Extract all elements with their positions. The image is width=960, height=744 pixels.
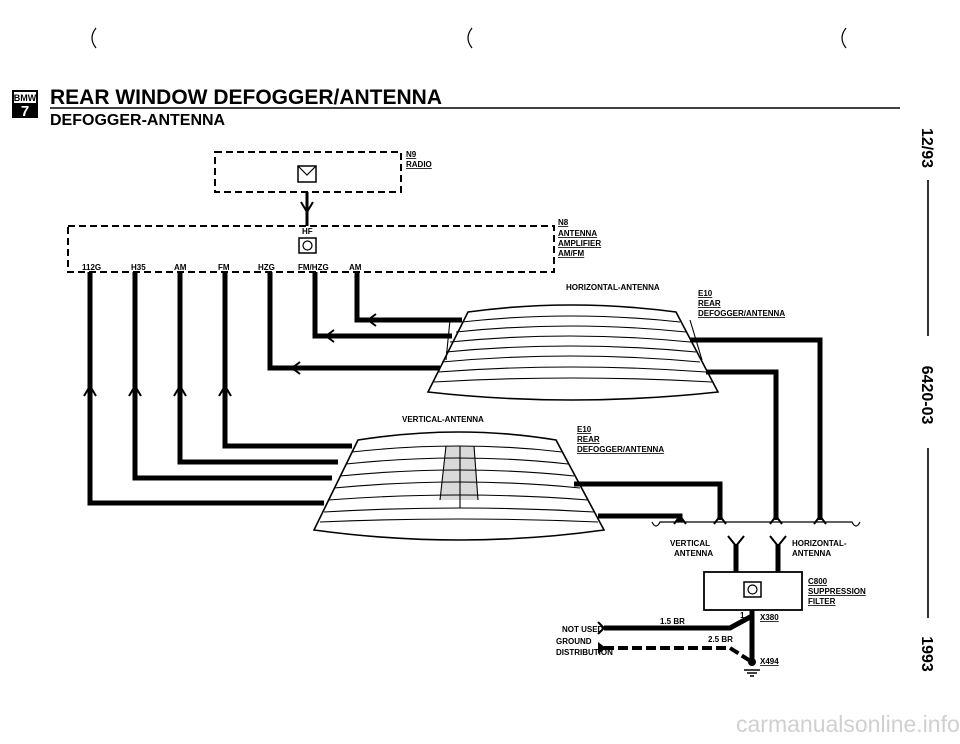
horizontal-antenna-pin-line1: HORIZONTAL- [792, 539, 847, 548]
vertical-antenna-label: VERTICAL-ANTENNA [402, 415, 484, 424]
amp-line3: AM/FM [558, 249, 585, 258]
amplifier-icon [298, 237, 317, 254]
side-year: 1993 [918, 636, 935, 672]
window-bottom-id: E10 [577, 425, 592, 434]
ground-icon [744, 658, 760, 677]
radio-icon [297, 165, 317, 183]
amp-hf-label: HF [302, 227, 313, 236]
wire-1-5-br: 1.5 BR [660, 617, 685, 626]
side-strip: 12/93 6420-03 1993 [918, 128, 935, 672]
connector-x380: X380 [760, 613, 779, 622]
filter-leads [727, 535, 787, 572]
amp-line2: AMPLIFIER [558, 239, 601, 248]
bracket-arrows [673, 514, 827, 525]
watermark: carmanualsonline.info [736, 711, 960, 737]
not-used-label: NOT USED [562, 625, 604, 634]
pin-label: 112G [82, 263, 101, 272]
radio-id: N9 [406, 150, 417, 159]
radio-name: RADIO [406, 160, 432, 169]
amp-line1: ANTENNA [558, 229, 597, 238]
bmw-7-badge-icon: BMW 7 [12, 90, 38, 120]
amp-pins: 112G H35 AM FM HZG FM/HZG AM [82, 263, 362, 272]
ground-line1: GROUND [556, 637, 592, 646]
pin-label: FM/HZG [298, 263, 329, 272]
antenna-amplifier-n8: HF N8 ANTENNA AMPLIFIER AM/FM 112G H35 A… [67, 218, 601, 273]
filter-id: C800 [808, 577, 828, 586]
scan-marks [91, 27, 847, 49]
vertical-antenna-pin-line1: VERTICAL [670, 539, 710, 548]
horizontal-antenna-pin-line2: ANTENNA [792, 549, 831, 558]
rear-window-horizontal [426, 304, 720, 401]
window-bottom-line2: DEFOGGER/ANTENNA [577, 445, 664, 454]
pin-label: HZG [258, 263, 275, 272]
suppression-filter-c800: C800 SUPPRESSION FILTER [703, 571, 866, 611]
badge-bmw-text: BMW [14, 93, 37, 103]
not-used-connector [597, 621, 606, 635]
pin-label: AM [174, 263, 187, 272]
ground-line2: DISTRIBUTION [556, 648, 613, 657]
window-top-line1: REAR [698, 299, 721, 308]
side-code: 6420-03 [918, 366, 935, 425]
antenna-wires [87, 272, 823, 522]
pin-1-label: 1 [740, 611, 745, 620]
ground-point-x494: X494 [760, 657, 779, 666]
vertical-antenna-pin-line2: ANTENNA [674, 549, 713, 558]
pin-label: H35 [131, 263, 146, 272]
side-date: 12/93 [918, 128, 935, 168]
ground-connector [598, 642, 606, 654]
wire-connectors [83, 313, 377, 397]
filter-line1: SUPPRESSION [808, 587, 866, 596]
amp-id: N8 [558, 218, 569, 227]
pin-label: FM [218, 263, 230, 272]
page-title: REAR WINDOW DEFOGGER/ANTENNA [50, 86, 442, 109]
filter-icon [743, 581, 762, 598]
window-top-id: E10 [698, 289, 713, 298]
badge-model-text: 7 [21, 103, 29, 120]
radio-n9: N9 RADIO [214, 150, 432, 193]
radio-link-connector [300, 201, 314, 214]
harness-bracket [651, 521, 861, 527]
filter-line2: FILTER [808, 597, 836, 606]
ground-wiring: 1 X380 1.5 BR NOT USED 2.5 BR GROUND DIS… [556, 610, 779, 677]
page-subtitle: DEFOGGER-ANTENNA [50, 112, 226, 129]
horizontal-antenna-label: HORIZONTAL-ANTENNA [566, 283, 660, 292]
window-top-line2: DEFOGGER/ANTENNA [698, 309, 785, 318]
window-bottom-line1: REAR [577, 435, 600, 444]
rear-window-vertical [312, 431, 606, 541]
wire-2-5-br: 2.5 BR [708, 635, 733, 644]
pin-label: AM [349, 263, 362, 272]
